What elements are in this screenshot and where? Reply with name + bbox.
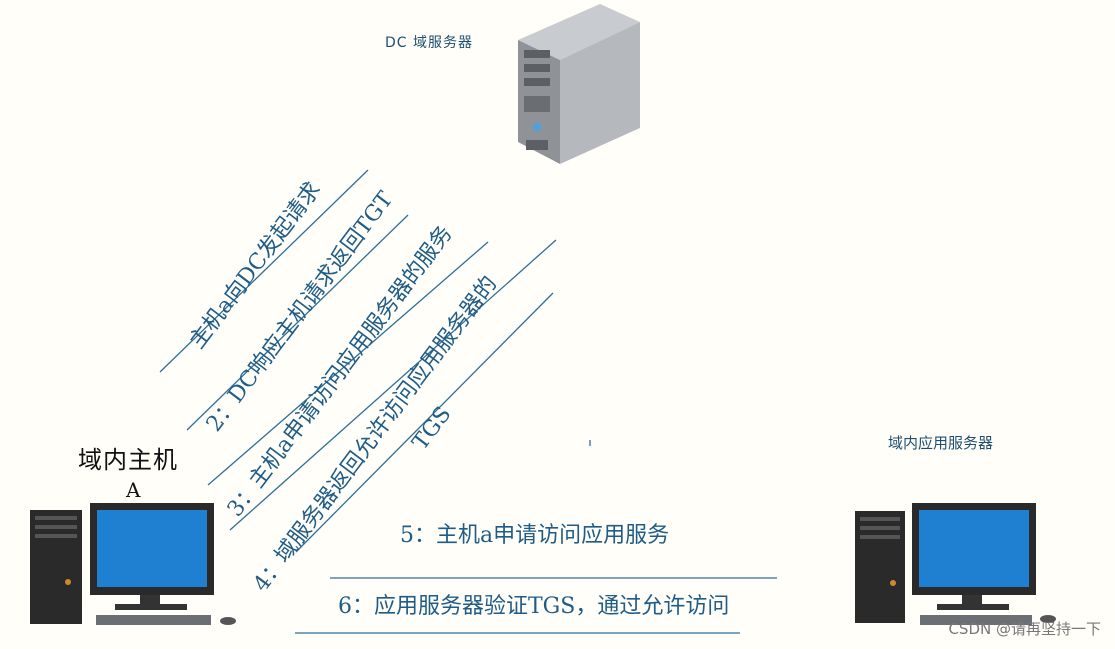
line-step4 [229,239,557,531]
message-lines [159,169,777,634]
line-step1 [159,169,369,373]
line-step2 [186,214,409,431]
line-step4b [295,292,554,553]
watermark: CSDN @请再坚持一下 [948,620,1101,638]
host-label: 域内主机 [78,446,178,474]
dc-server-label: DC 域服务器 [385,35,474,51]
host-a-computer-icon [30,503,236,625]
step5-label: 5：主机a申请访问应用服务 [400,523,670,548]
host-label-letter: A [126,478,141,502]
app-server-computer-icon [855,503,1056,625]
line-step3 [207,241,489,486]
dc-server-icon [518,4,640,164]
app-server-label: 域内应用服务器 [888,434,994,452]
step6-label: 6：应用服务器验证TGS，通过允许访问 [338,594,730,619]
